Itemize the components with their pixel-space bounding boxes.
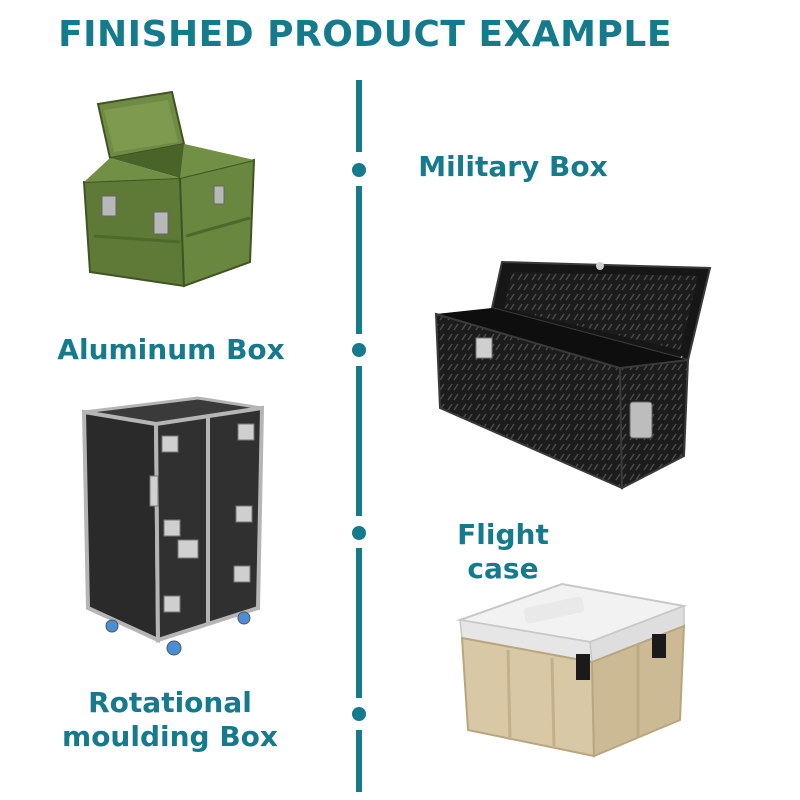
label-aluminum-box: Aluminum Box [57, 333, 285, 366]
divider-dot [352, 707, 366, 721]
divider-segment [356, 186, 362, 334]
label-rotational-moulding-box: Rotational moulding Box [60, 686, 280, 754]
label-flight-case: Flight case [457, 518, 549, 585]
divider-segment [356, 366, 362, 516]
divider-dot [352, 163, 366, 177]
aluminum-box-image [432, 252, 716, 492]
divider-segment [356, 80, 362, 152]
rotational-moulding-box-image [452, 580, 692, 760]
label-military-box: Military Box [418, 150, 608, 183]
divider-segment [356, 730, 362, 792]
label-rotational-line2: moulding Box [62, 720, 278, 753]
divider-dot [352, 526, 366, 540]
military-box-image [74, 86, 264, 296]
divider-segment [356, 548, 362, 698]
label-rotational-line1: Rotational [88, 686, 252, 719]
page-title: FINISHED PRODUCT EXAMPLE [58, 14, 672, 55]
divider-dot [352, 343, 366, 357]
flight-case-image [78, 394, 268, 656]
